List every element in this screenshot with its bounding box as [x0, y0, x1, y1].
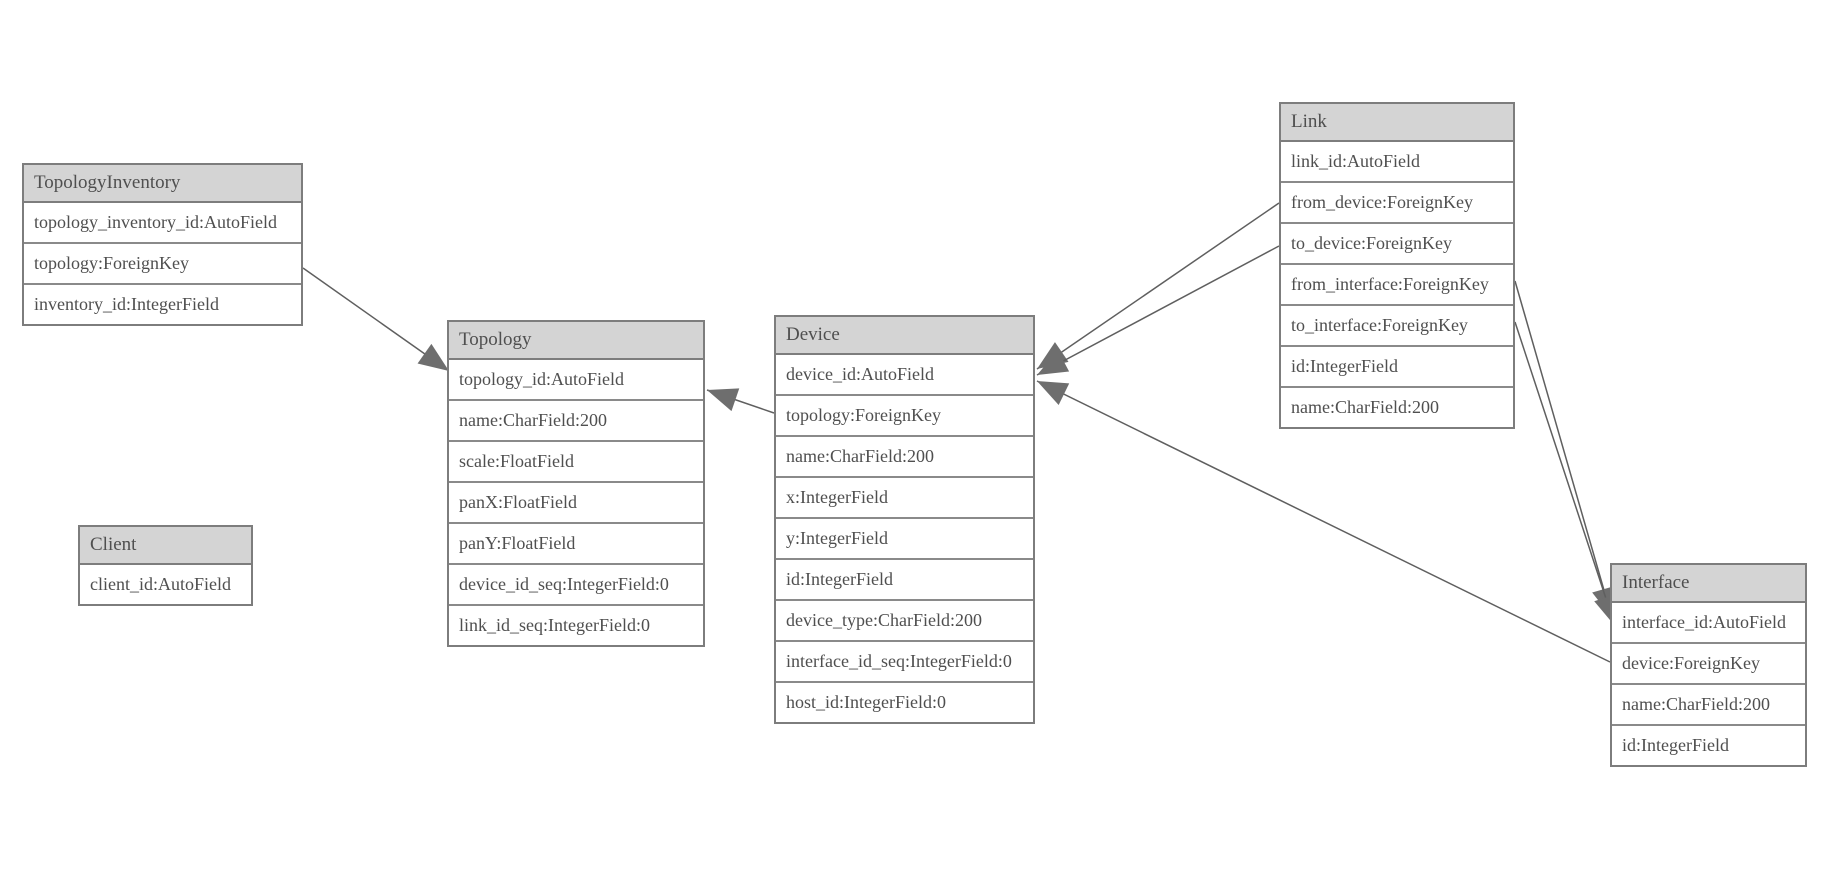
entity-field: name:CharField:200: [776, 435, 1033, 476]
entity-field: topology_id:AutoField: [449, 360, 703, 399]
edge-link-to-interface-fk: [1514, 321, 1616, 627]
entity-field: interface_id_seq:IntegerField:0: [776, 640, 1033, 681]
entity-field: to_device:ForeignKey: [1281, 222, 1513, 263]
entity-field: link_id_seq:IntegerField:0: [449, 604, 703, 645]
entity-field: interface_id:AutoField: [1612, 603, 1805, 642]
entity-field: id:IntegerField: [1612, 724, 1805, 765]
entity-field: from_interface:ForeignKey: [1281, 263, 1513, 304]
entity-field: name:CharField:200: [449, 399, 703, 440]
entity-title: Client: [80, 527, 251, 565]
entity-field: host_id:IntegerField:0: [776, 681, 1033, 722]
entity-field: topology:ForeignKey: [776, 394, 1033, 435]
edge-link-from-interface-fk: [1514, 280, 1613, 619]
entity-field: device_type:CharField:200: [776, 599, 1033, 640]
entity-title: Link: [1281, 104, 1513, 142]
entity-field: inventory_id:IntegerField: [24, 283, 301, 324]
entity-client: Client client_id:AutoField: [78, 525, 253, 606]
edge-arrowhead-topologyinventory-topology-fk: [417, 343, 449, 371]
entity-topology-inventory: TopologyInventory topology_inventory_id:…: [22, 163, 303, 326]
entity-field: device:ForeignKey: [1612, 642, 1805, 683]
entity-field: topology:ForeignKey: [24, 242, 301, 283]
entity-field: x:IntegerField: [776, 476, 1033, 517]
entity-field: link_id:AutoField: [1281, 142, 1513, 181]
entity-title: Device: [776, 317, 1033, 355]
entity-field: panX:FloatField: [449, 481, 703, 522]
edge-link-from-device-fk: [1036, 202, 1280, 370]
entity-field: name:CharField:200: [1281, 386, 1513, 427]
edge-interface-device-fk: [1036, 380, 1611, 663]
edge-arrowhead-device-topology-fk: [707, 388, 740, 412]
edge-link-to-device-fk: [1036, 245, 1280, 376]
entity-field: to_interface:ForeignKey: [1281, 304, 1513, 345]
entity-field: topology_inventory_id:AutoField: [24, 203, 301, 242]
entity-field: device_id_seq:IntegerField:0: [449, 563, 703, 604]
entity-title: Topology: [449, 322, 703, 360]
entity-title: Interface: [1612, 565, 1805, 603]
entity-field: id:IntegerField: [776, 558, 1033, 599]
entity-title: TopologyInventory: [24, 165, 301, 203]
entity-field: from_device:ForeignKey: [1281, 181, 1513, 222]
entity-field: name:CharField:200: [1612, 683, 1805, 724]
entity-field: panY:FloatField: [449, 522, 703, 563]
entity-field: client_id:AutoField: [80, 565, 251, 604]
entity-fields: client_id:AutoField: [80, 565, 251, 604]
edge-arrowhead-link-to-device-fk: [1037, 350, 1070, 375]
entity-field: id:IntegerField: [1281, 345, 1513, 386]
entity-field: scale:FloatField: [449, 440, 703, 481]
edge-arrowhead-interface-device-fk: [1037, 381, 1070, 405]
entity-field: y:IntegerField: [776, 517, 1033, 558]
entity-field: device_id:AutoField: [776, 355, 1033, 394]
